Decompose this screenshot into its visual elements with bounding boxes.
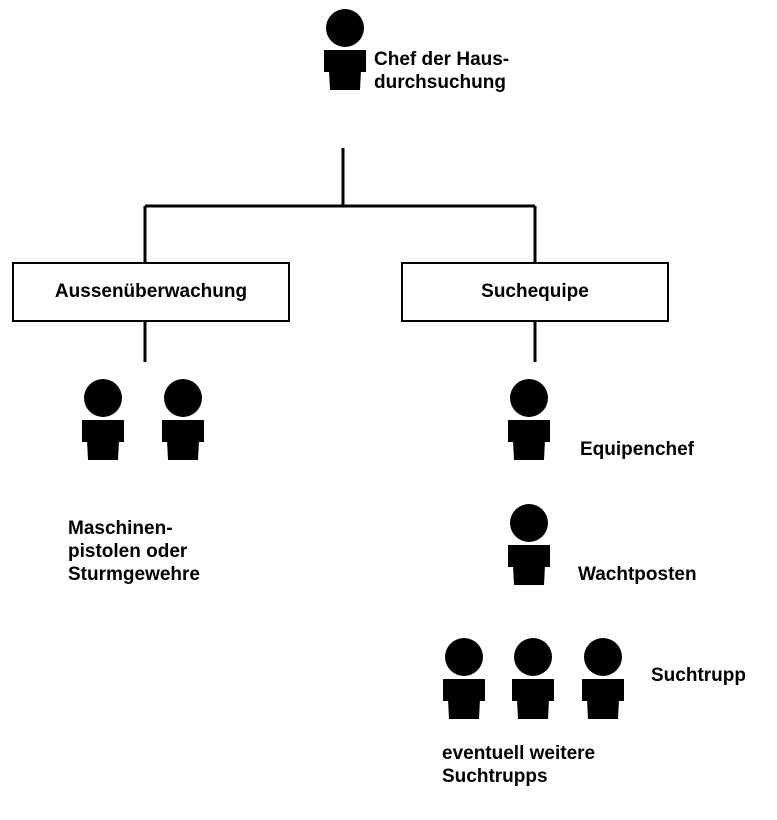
chief-label: Chef der Haus- durchsuchung bbox=[374, 49, 510, 93]
suchequipe-box: Suchequipe bbox=[401, 262, 669, 322]
person-silhouette-icon bbox=[582, 638, 624, 719]
person-silhouette-icon bbox=[508, 379, 550, 460]
aussenueberwachung-box: Aussenüberwachung bbox=[12, 262, 290, 322]
person-silhouette-icon bbox=[162, 379, 204, 460]
person-silhouette-icon bbox=[508, 504, 550, 585]
equipenchef-label: Equipenchef bbox=[580, 439, 695, 460]
person-silhouette-icon bbox=[82, 379, 124, 460]
guard-weapons-note: Maschinen- pistolen oder Sturmgewehre bbox=[68, 518, 200, 585]
suchtrupp-label: Suchtrupp bbox=[651, 665, 746, 686]
additional-teams-note: eventuell weitere Suchtrupps bbox=[442, 743, 596, 787]
wachtposten-label: Wachtposten bbox=[578, 564, 697, 585]
